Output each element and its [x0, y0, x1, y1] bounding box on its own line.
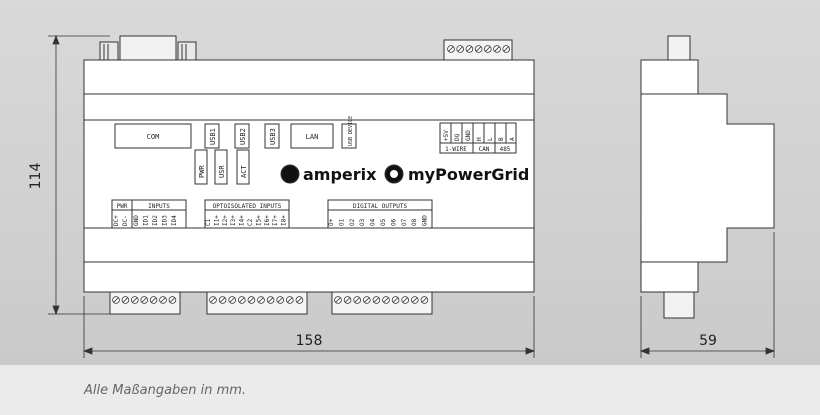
opto-pin-label: I8+: [281, 215, 288, 226]
dimension-lines: [48, 34, 776, 358]
screw-slot: [335, 297, 341, 303]
port-usb-device-label: USB DEVICE: [348, 116, 354, 146]
screw-slot: [229, 297, 235, 303]
screw-slot: [466, 46, 472, 52]
screw-slot: [354, 297, 360, 303]
screw-slot: [393, 297, 399, 303]
input-pin-label: ID4: [171, 215, 178, 226]
dimension-drawing: 114 158 59 COM USB1 USB2 USB3 LAN USB DE…: [28, 34, 776, 358]
opto-pin-label: I4+: [239, 215, 246, 226]
mypowergrid-logo-text: myPowerGrid: [408, 165, 529, 184]
screw-slot: [345, 297, 351, 303]
digital-pin-label: O6: [390, 218, 397, 226]
digital-pin-label: O3: [359, 218, 366, 226]
screw-slot: [383, 297, 389, 303]
opto-pin-label: I6+: [264, 215, 271, 226]
digital-pin-label: O+: [328, 218, 335, 226]
digital-pin-label: O4: [370, 218, 377, 226]
input-pin-label: ID2: [152, 215, 159, 226]
bottom-pwr-title: PWR: [117, 203, 128, 210]
digital-pin-label: O8: [411, 218, 418, 226]
bottom-inputs-title: INPUTS: [148, 203, 170, 210]
top-pin-label: B: [498, 137, 505, 141]
top-pin-label: L: [487, 137, 494, 141]
digital-pin-label: O5: [380, 218, 387, 226]
dimension-width-59: 59: [699, 333, 717, 349]
bottom-digital-title: DIGITAL OUTPUTS: [353, 203, 408, 210]
screw-slot: [277, 297, 283, 303]
terminal-screws: [112, 45, 511, 304]
opto-pin-label: I3+: [230, 215, 237, 226]
input-pin-label: GND: [133, 215, 140, 226]
opto-pin-label: I1+: [213, 215, 220, 226]
digital-pin-label: O2: [349, 218, 356, 226]
screw-slot: [364, 297, 370, 303]
digital-pin-label: O7: [401, 218, 408, 226]
screw-slot: [122, 297, 128, 303]
top-pin-label: +5V: [443, 130, 450, 141]
screw-slot: [448, 46, 454, 52]
screw-slot: [151, 297, 157, 303]
pwr-pin-label: DC-: [122, 215, 129, 226]
amperix-logo-text: amperix: [303, 165, 377, 184]
screw-slot: [494, 46, 500, 52]
port-usb3-label: USB3: [269, 128, 277, 145]
drawing-area: 114 158 59 COM USB1 USB2 USB3 LAN USB DE…: [28, 34, 776, 358]
screw-slot: [248, 297, 254, 303]
front-view: [83, 35, 535, 315]
top-group-can: CAN: [479, 146, 490, 153]
port-usb1-label: USB1: [209, 128, 217, 145]
dimension-height-114: 114: [28, 163, 44, 190]
port-lan-label: LAN: [306, 133, 319, 141]
footnote: Alle Maßangaben in mm.: [84, 383, 247, 398]
screw-slot: [476, 46, 482, 52]
screw-slot: [373, 297, 379, 303]
screw-slot: [457, 46, 463, 52]
top-pin-label: DQ: [454, 133, 461, 141]
led-usr-label: USR: [218, 165, 226, 178]
screw-slot: [296, 297, 302, 303]
top-group-1wire: 1-WIRE: [445, 146, 467, 153]
screw-slot: [169, 297, 175, 303]
top-pin-label: A: [509, 137, 516, 141]
opto-pin-label: C1: [205, 218, 212, 226]
screw-slot: [503, 46, 509, 52]
port-usb2-label: USB2: [239, 128, 247, 145]
top-pin-label: H: [476, 137, 483, 141]
screw-slot: [258, 297, 264, 303]
opto-pin-label: I2+: [222, 215, 229, 226]
digital-pin-label: O1: [338, 218, 345, 226]
opto-pin-label: I5+: [255, 215, 262, 226]
port-com-label: COM: [147, 133, 160, 141]
dimension-width-158: 158: [296, 333, 323, 349]
screw-slot: [485, 46, 491, 52]
screw-slot: [113, 297, 119, 303]
screw-slot: [421, 297, 427, 303]
opto-pin-label: I7+: [272, 215, 279, 226]
input-pin-label: ID3: [162, 215, 169, 226]
screw-slot: [220, 297, 226, 303]
screw-slot: [268, 297, 274, 303]
led-act-label: ACT: [240, 165, 248, 178]
opto-pin-label: C2: [247, 218, 254, 226]
screw-slot: [402, 297, 408, 303]
side-view: [640, 35, 775, 319]
screw-slot: [141, 297, 147, 303]
screw-slot: [287, 297, 293, 303]
led-pwr-label: PWR: [198, 165, 206, 178]
screw-slot: [239, 297, 245, 303]
footer-strip: [0, 365, 820, 415]
digital-pin-label: GND: [422, 215, 429, 226]
top-group-485: 485: [500, 146, 511, 153]
screw-slot: [210, 297, 216, 303]
top-pin-label: GND: [465, 130, 472, 141]
screw-slot: [132, 297, 138, 303]
screw-slot: [412, 297, 418, 303]
screw-slot: [160, 297, 166, 303]
bottom-opto-title: OPTOISOLATED INPUTS: [213, 203, 282, 210]
pwr-pin-label: DC+: [113, 215, 120, 226]
input-pin-label: ID1: [143, 215, 150, 226]
